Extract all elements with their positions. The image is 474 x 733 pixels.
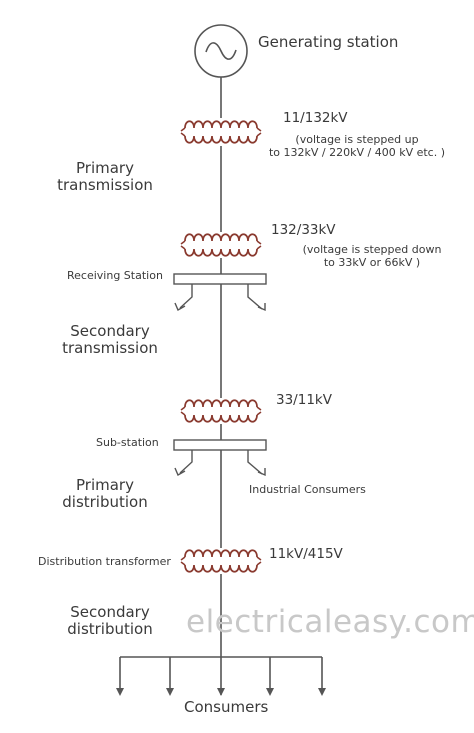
transformer-2-coil xyxy=(180,233,262,257)
transformer-1-rating: 11/132kV xyxy=(283,110,348,126)
sub-station-label: Sub-station xyxy=(96,436,159,449)
receiving-station-label: Receiving Station xyxy=(67,269,163,282)
consumer-feeders xyxy=(116,656,326,696)
transformer-1-coil xyxy=(180,120,262,144)
sub-station-bar xyxy=(173,439,267,477)
transformer-2-rating: 132/33kV xyxy=(271,222,336,238)
transformer-4-coil xyxy=(180,549,262,573)
primary-distribution-label: Primary distribution xyxy=(62,476,148,512)
secondary-transmission-label: Secondary transmission xyxy=(62,322,158,358)
primary-transmission-label: Primary transmission xyxy=(57,159,153,195)
transformer-2-note: (voltage is stepped down to 33kV or 66kV… xyxy=(302,243,442,269)
transformer-3-rating: 33/11kV xyxy=(276,392,332,408)
distribution-transformer-label: Distribution transformer xyxy=(38,555,171,568)
industrial-consumers-label: Industrial Consumers xyxy=(249,483,366,496)
transformer-3-coil xyxy=(180,399,262,423)
generating-station-label: Generating station xyxy=(258,33,399,51)
secondary-distribution-label: Secondary distribution xyxy=(67,603,153,639)
generator-symbol xyxy=(194,24,248,78)
transformer-coils xyxy=(180,120,262,573)
transformer-4-rating: 11kV/415V xyxy=(269,546,343,562)
consumers-label: Consumers xyxy=(184,698,269,716)
watermark: electricaleasy.com xyxy=(186,604,474,640)
transformer-1-note: (voltage is stepped up to 132kV / 220kV … xyxy=(268,133,446,159)
receiving-station-bar xyxy=(173,273,267,312)
